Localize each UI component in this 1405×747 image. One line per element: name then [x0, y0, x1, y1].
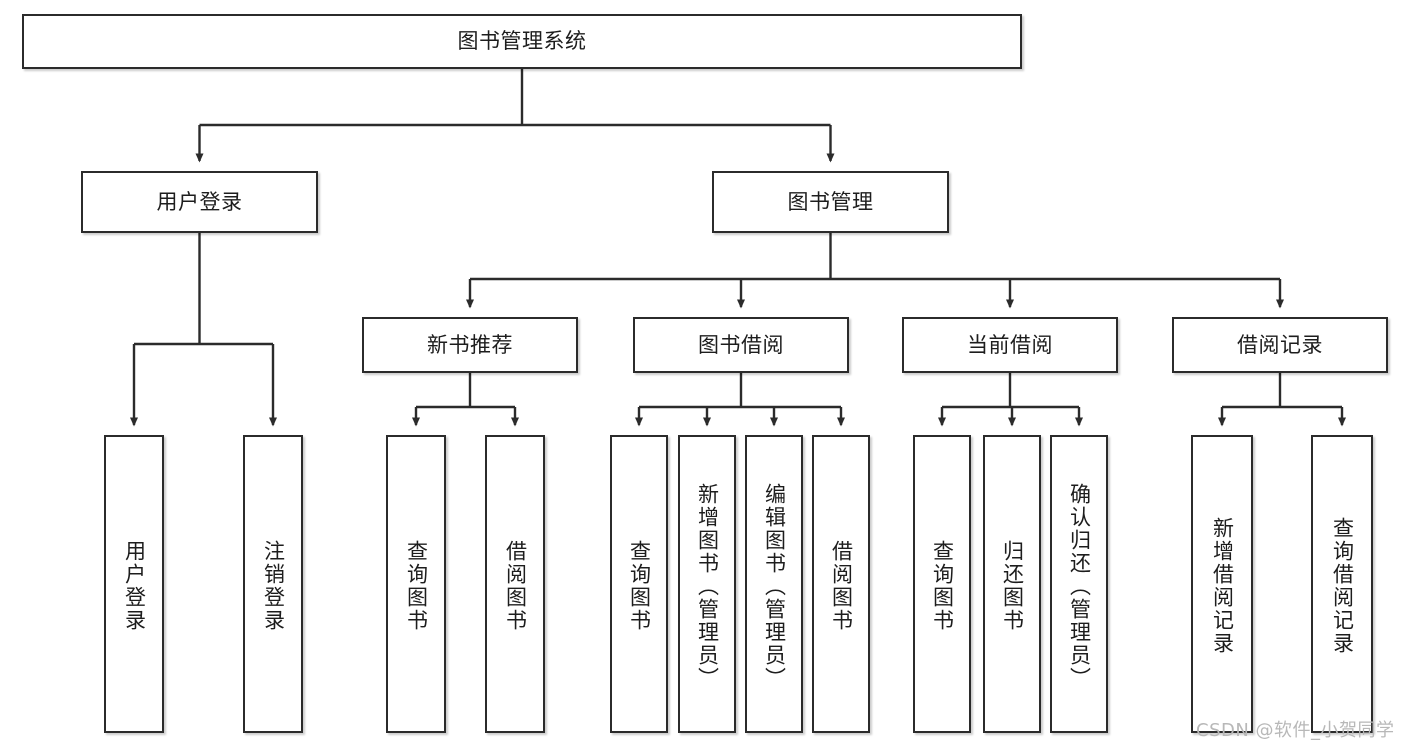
- node-label: 用户登录: [122, 540, 147, 632]
- node-new-book-rec[interactable]: 新书推荐: [362, 317, 578, 373]
- node-label: 新书推荐: [427, 332, 513, 357]
- node-label: 借阅记录: [1237, 332, 1323, 357]
- node-leaf-user-login[interactable]: 用户登录: [104, 435, 164, 733]
- node-label: 借阅图书: [829, 540, 854, 632]
- node-leaf-confirm-return[interactable]: 确认归还（管理员）: [1050, 435, 1108, 733]
- node-leaf-borrow-book-2[interactable]: 借阅图书: [812, 435, 870, 733]
- node-label: 图书管理系统: [457, 29, 587, 54]
- node-leaf-query-book-3[interactable]: 查询图书: [913, 435, 971, 733]
- node-label: 确认归还（管理员）: [1067, 483, 1092, 690]
- node-label: 当前借阅: [967, 332, 1053, 357]
- node-leaf-query-record[interactable]: 查询借阅记录: [1311, 435, 1373, 733]
- node-label: 查询图书: [930, 540, 955, 632]
- node-leaf-return-book[interactable]: 归还图书: [983, 435, 1041, 733]
- node-label: 注销登录: [261, 540, 286, 632]
- node-label: 编辑图书（管理员）: [762, 483, 787, 690]
- node-leaf-edit-book[interactable]: 编辑图书（管理员）: [745, 435, 803, 733]
- node-leaf-query-book-2[interactable]: 查询图书: [610, 435, 668, 733]
- node-label: 图书借阅: [698, 332, 784, 357]
- node-leaf-query-book-1[interactable]: 查询图书: [386, 435, 446, 733]
- node-label: 新增图书（管理员）: [695, 483, 720, 690]
- node-book-borrow[interactable]: 图书借阅: [633, 317, 849, 373]
- node-label: 图书管理: [787, 189, 874, 214]
- node-leaf-add-book[interactable]: 新增图书（管理员）: [678, 435, 736, 733]
- node-current-borrow[interactable]: 当前借阅: [902, 317, 1118, 373]
- node-label: 借阅图书: [503, 540, 528, 632]
- node-label: 查询图书: [627, 540, 652, 632]
- node-leaf-borrow-book-1[interactable]: 借阅图书: [485, 435, 545, 733]
- csdn-watermark: CSDN @软件_小贺同学: [1196, 720, 1395, 741]
- node-book-mgmt[interactable]: 图书管理: [712, 171, 949, 233]
- node-leaf-add-record[interactable]: 新增借阅记录: [1191, 435, 1253, 733]
- node-label: 查询借阅记录: [1330, 517, 1355, 655]
- node-user-login[interactable]: 用户登录: [81, 171, 318, 233]
- node-borrow-record[interactable]: 借阅记录: [1172, 317, 1388, 373]
- node-label: 用户登录: [156, 189, 243, 214]
- node-leaf-logout[interactable]: 注销登录: [243, 435, 303, 733]
- node-label: 查询图书: [404, 540, 429, 632]
- node-root[interactable]: 图书管理系统: [22, 14, 1022, 69]
- node-label: 归还图书: [1000, 540, 1025, 632]
- node-label: 新增借阅记录: [1210, 517, 1235, 655]
